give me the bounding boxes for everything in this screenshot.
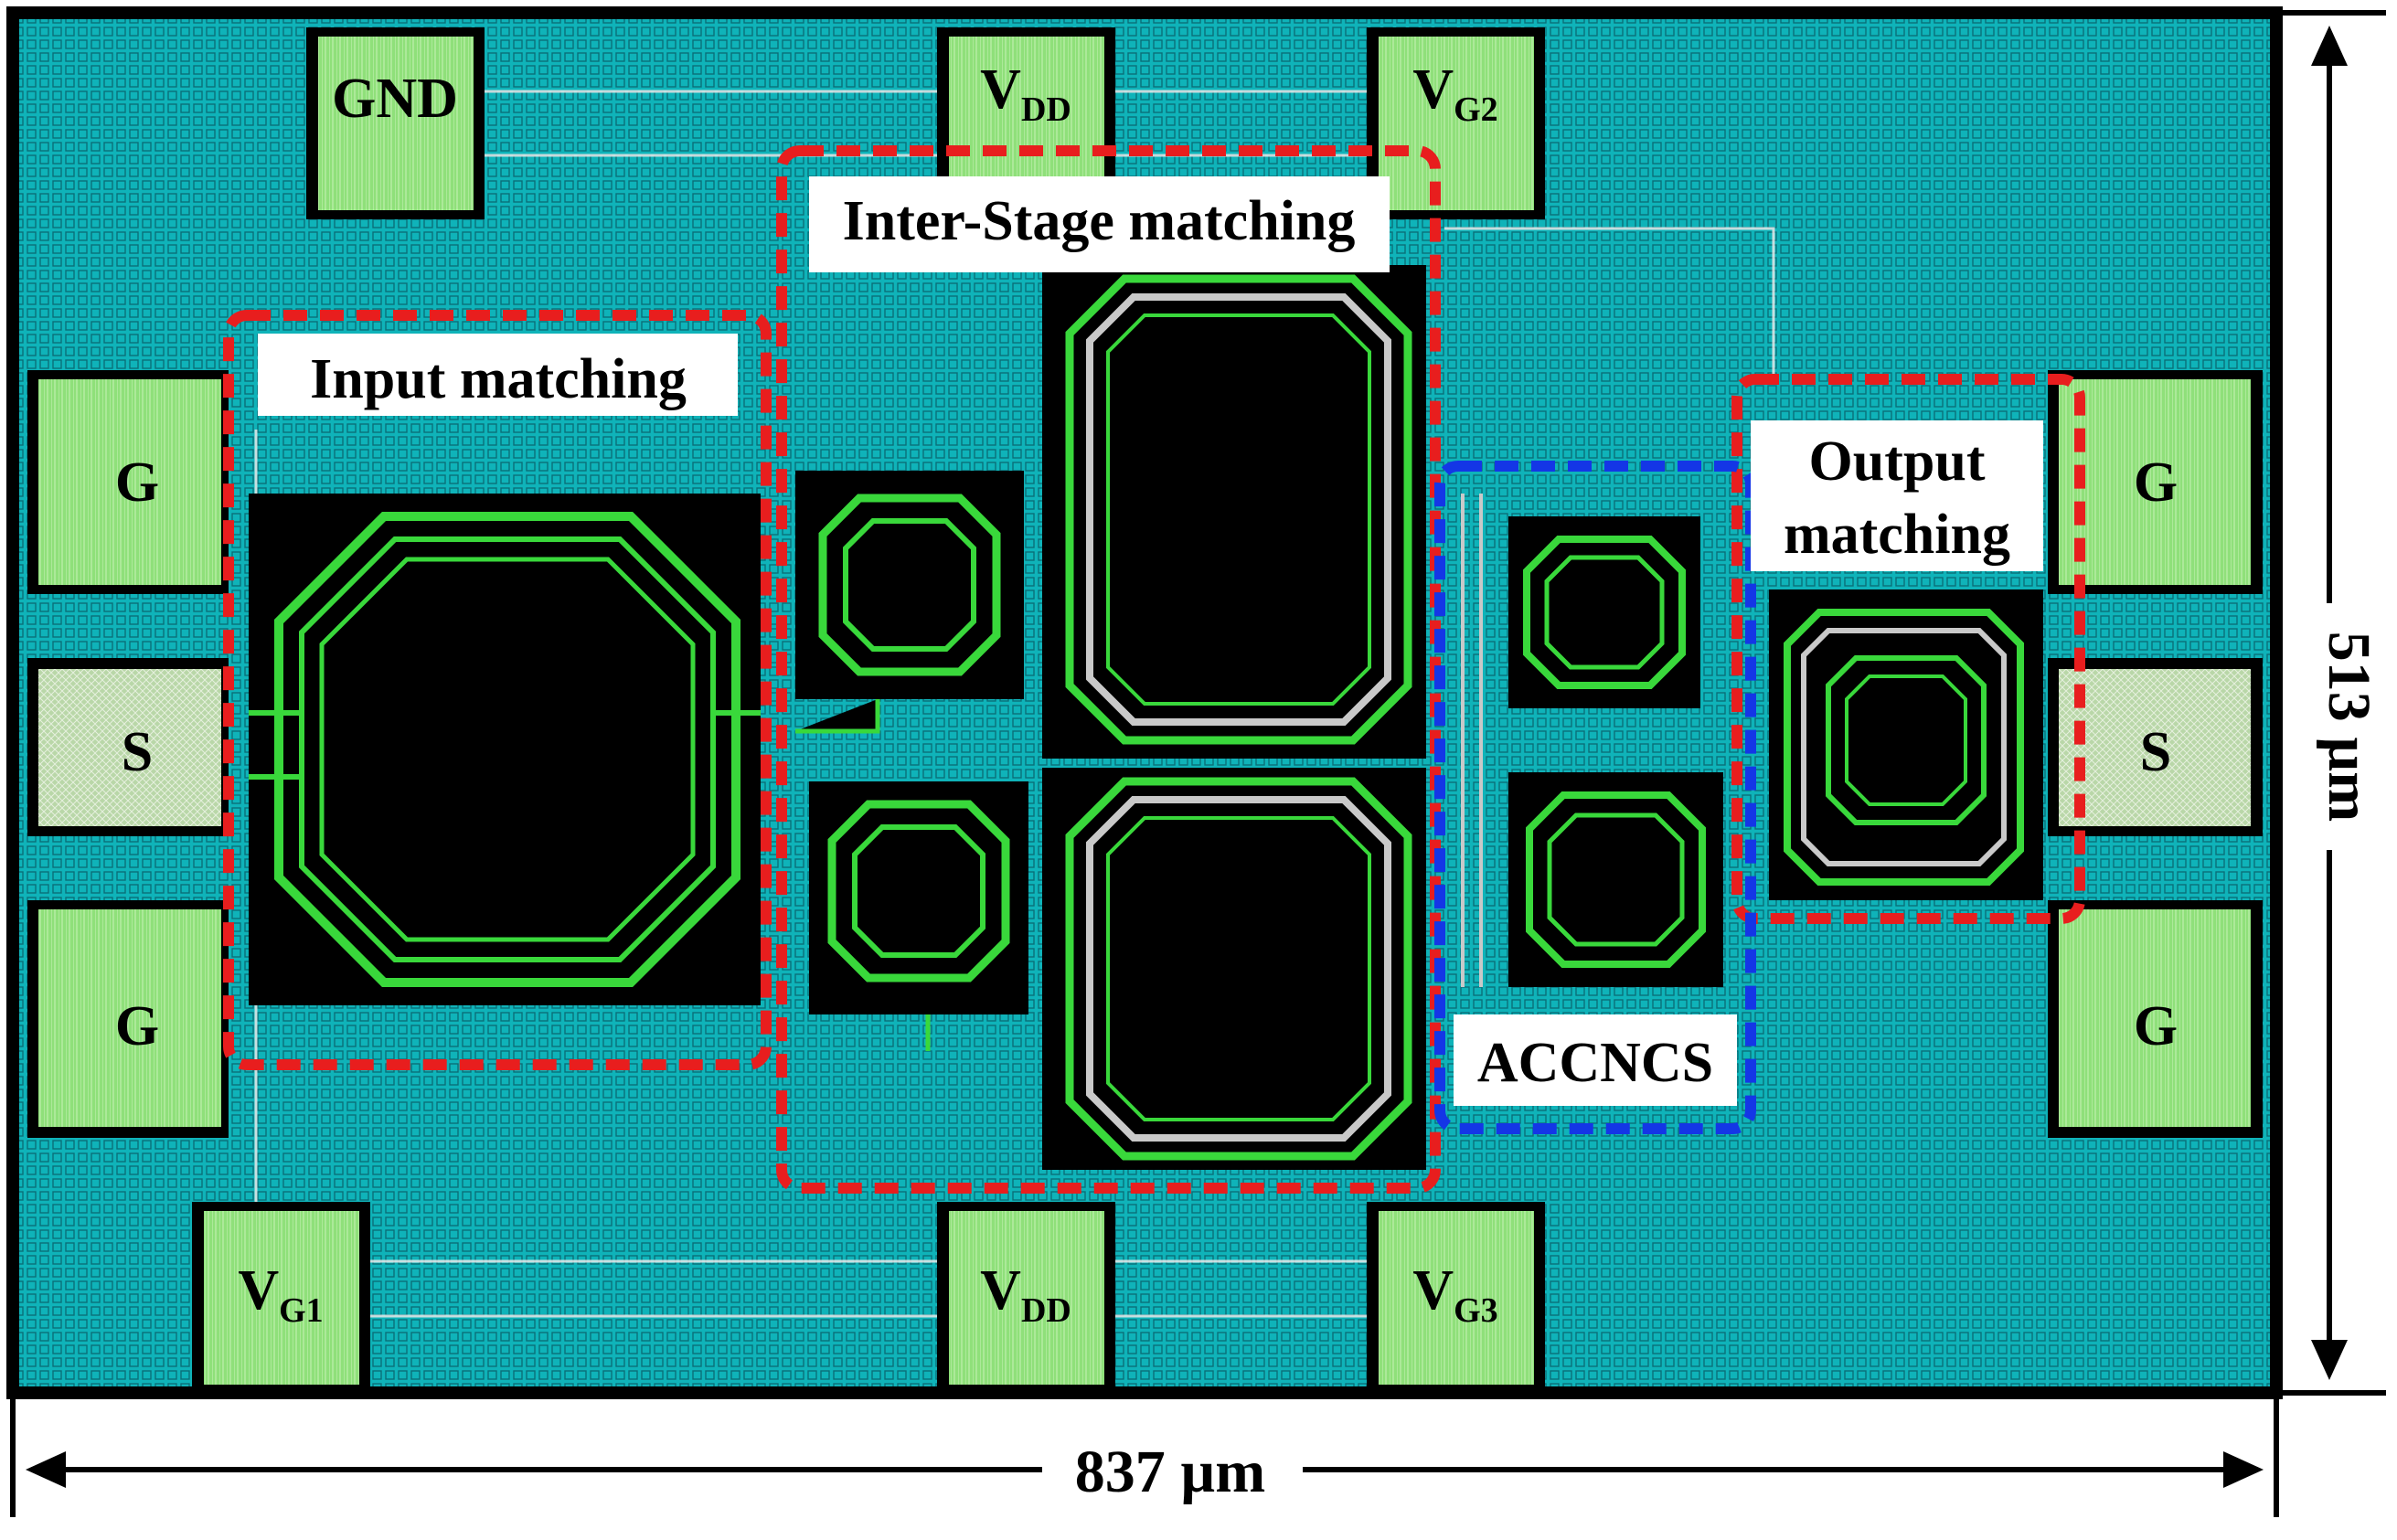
region-outlines <box>223 145 2085 1194</box>
accncs-inductors <box>1461 494 1723 987</box>
height-dimension-label: 513 µm <box>2316 632 2382 823</box>
pad-label-gnd: GND <box>332 68 458 130</box>
accncs-outline <box>1434 461 1756 1134</box>
bottom-dc-pads <box>192 1202 1545 1394</box>
width-dimension <box>10 1398 2279 1517</box>
region-labels: Input matching Inter-Stage matching Outp… <box>258 176 2043 1106</box>
height-dimension <box>2283 10 2386 1396</box>
interstage-large-inductors <box>1042 265 1426 1170</box>
input-matching-label: Input matching <box>310 348 687 410</box>
pad-label-vdd-top: VDD <box>980 58 1071 129</box>
output-matching-label-line2: matching <box>1784 504 2010 566</box>
input-inductor <box>249 494 761 1005</box>
output-matching-outline <box>1731 374 2085 924</box>
rf-pad-labels: G S G G S G <box>115 451 2178 1057</box>
interstage-matching-label: Inter-Stage matching <box>843 190 1356 252</box>
output-matching-label-line1: Output <box>1809 430 1986 493</box>
input-matching-outline <box>223 310 772 1070</box>
right-pad-label-g-top: G <box>2134 451 2178 514</box>
left-rf-pads <box>27 370 229 1138</box>
width-dimension-label: 837 µm <box>1075 1439 1266 1505</box>
right-pad-label-g-bottom: G <box>2134 995 2178 1057</box>
pad-label-vg1: VG1 <box>238 1259 323 1330</box>
accncs-label: ACCNCS <box>1477 1032 1713 1094</box>
right-pad-label-s: S <box>2140 721 2171 783</box>
left-pad-label-g-bottom: G <box>115 995 159 1057</box>
left-pad-label-g-top: G <box>115 451 159 514</box>
pad-label-vg3: VG3 <box>1412 1259 1497 1330</box>
left-pad-label-s: S <box>122 721 153 783</box>
pad-label-vdd-bottom: VDD <box>980 1259 1071 1330</box>
interstage-small-inductors <box>795 471 1028 1051</box>
pad-label-vg2: VG2 <box>1412 58 1497 129</box>
output-inductor <box>1769 589 2043 900</box>
dc-pad-labels: GND VDD VG2 VG1 VDD VG3 <box>238 58 1497 1330</box>
